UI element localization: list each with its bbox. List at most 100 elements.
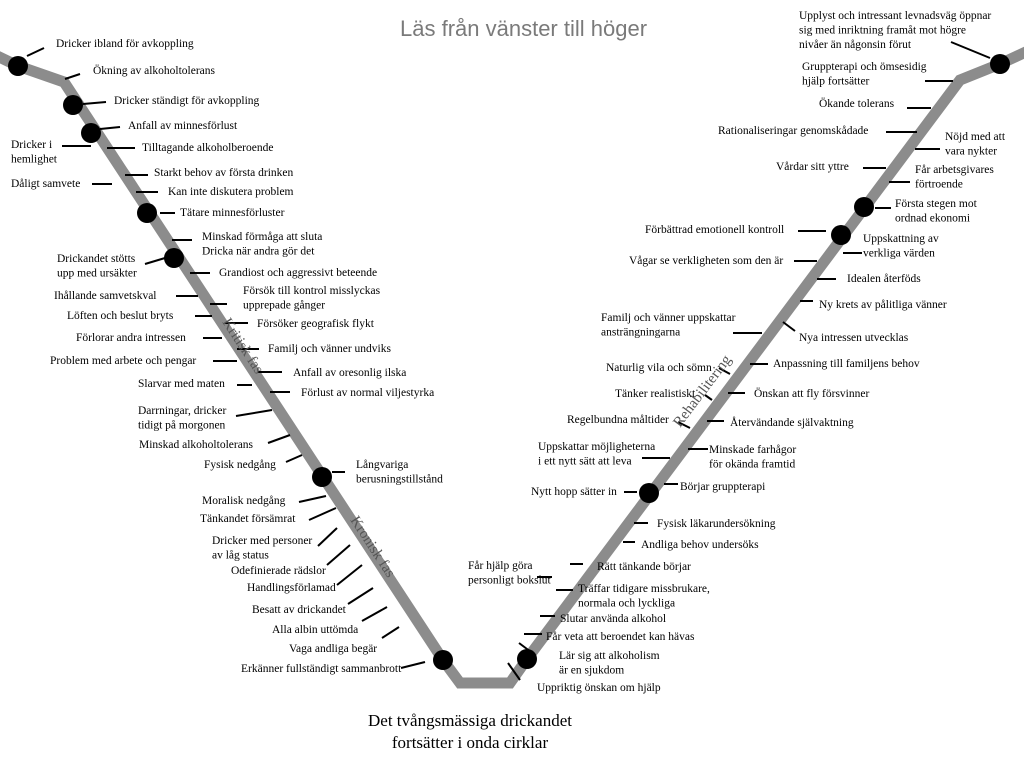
stage-label-line: upprepade gånger <box>243 299 325 312</box>
stage-label-line: Anfall av minnesförlust <box>128 120 238 132</box>
stage-label: Uppskattning av verkliga värden <box>863 233 939 260</box>
stage-label: Minskad alkoholtolerans <box>139 439 254 451</box>
milestone-dot <box>433 650 453 670</box>
stage-label-line: Ihållande samvetskval <box>54 289 157 302</box>
stage-label-line: Upplyst och intressant levnadsväg öppnar <box>799 10 991 22</box>
stage-label-line: Minskad alkoholtolerans <box>139 439 254 451</box>
stage-label-line: tidigt på morgonen <box>138 419 226 432</box>
stage-label-line: Moralisk nedgång <box>202 494 286 507</box>
leader-line <box>235 409 273 417</box>
stage-label: Moralisk nedgång <box>202 494 286 507</box>
stage-label: Idealen återföds <box>847 272 921 285</box>
milestone-dot <box>164 248 184 268</box>
stage-label: Starkt behov av första drinken <box>154 167 293 179</box>
stage-label-line: Förbättrad emotionell kontroll <box>645 224 784 236</box>
stage-label-line: Vaga andliga begär <box>289 643 377 655</box>
stage-label-line: Dricker ständigt för avkoppling <box>114 95 260 107</box>
stage-label-line: ansträngningarna <box>601 327 680 339</box>
stage-label-line: Handlingsförlamad <box>247 582 336 594</box>
stage-label-line: Besatt av drickandet <box>252 604 347 616</box>
stage-label-line: Träffar tidigare missbrukare, <box>578 583 710 595</box>
stage-label-line: verkliga värden <box>863 248 935 260</box>
stage-label-line: Önskan att fly försvinner <box>754 386 869 400</box>
stage-label-line: Regelbundna måltider <box>567 413 669 426</box>
milestone-dot <box>81 123 101 143</box>
leader-line <box>361 606 388 622</box>
stage-label-line: Långvariga <box>356 458 408 471</box>
stage-label: Tilltagande alkoholberoende <box>142 142 273 154</box>
stage-label-line: Får arbetsgivares <box>915 163 994 176</box>
stage-label: Förlust av normal viljestyrka <box>301 387 434 399</box>
stage-label: Fysisk nedgång <box>204 458 276 471</box>
stage-label-line: sig med inriktning framåt mot högre <box>799 24 966 37</box>
leader-line <box>144 257 166 265</box>
milestone-dots <box>8 54 1010 670</box>
milestone-dot <box>63 95 83 115</box>
milestone-dot <box>8 56 28 76</box>
milestone-dot <box>312 467 332 487</box>
stage-label: Alla albin uttömda <box>272 624 358 636</box>
leader-line <box>347 587 374 605</box>
stage-label: Ny krets av pålitliga vänner <box>819 298 947 311</box>
stage-label-line: Återvändande självaktning <box>730 415 854 429</box>
stage-label-line: Första stegen mot <box>895 198 978 210</box>
stage-label: Andliga behov undersöks <box>641 539 759 551</box>
diagram-title: Läs från vänster till höger <box>400 16 647 41</box>
stage-label-line: Förlust av normal viljestyrka <box>301 387 434 399</box>
stage-label-line: Tätare minnesförluster <box>180 207 285 219</box>
stage-label-line: Drickandet stötts <box>57 253 136 265</box>
stage-label: Önskan att fly försvinner <box>754 386 869 400</box>
leader-line <box>267 434 291 444</box>
stage-label: Försöker geografisk flykt <box>257 318 375 330</box>
progression-curve <box>0 46 1024 689</box>
stage-label-line: Uppskattning av <box>863 233 939 245</box>
stage-label: Nytt hopp sätter in <box>531 486 617 498</box>
stage-label-line: Minskad förmåga att sluta <box>202 230 322 243</box>
stage-label-line: Ökande tolerans <box>819 96 895 110</box>
caption-line-1: Det tvångsmässiga drickandet <box>368 711 572 730</box>
milestone-dot <box>990 54 1010 74</box>
leader-line <box>298 495 327 503</box>
stage-label: Kan inte diskutera problem <box>168 186 294 198</box>
stage-label-line: Vågar se verkligheten som den är <box>629 254 783 267</box>
stage-label: Anfall av minnesförlust <box>128 120 238 132</box>
stage-label-line: Problem med arbete och pengar <box>50 355 196 367</box>
stage-label-line: nivåer än någonsin förut <box>799 38 912 51</box>
leader-line <box>336 564 363 586</box>
stage-label: Besatt av drickandet <box>252 604 347 616</box>
stage-label-line: Anfall av oresonlig ilska <box>293 367 406 379</box>
stage-label: Rätt tänkande börjar <box>597 561 691 573</box>
leader-line <box>26 47 45 57</box>
stage-label: Börjar gruppterapi <box>680 481 765 493</box>
leader-line <box>326 544 351 566</box>
stage-label-line: Fysisk nedgång <box>204 458 276 471</box>
stage-label-line: vara nykter <box>945 146 997 158</box>
milestone-dot <box>854 197 874 217</box>
stage-label-line: Ny krets av pålitliga vänner <box>819 298 947 311</box>
stage-label-line: upp med ursäkter <box>57 268 137 280</box>
stage-label-line: Familj och vänner undviks <box>268 343 391 355</box>
stage-label-line: hemlighet <box>11 154 58 166</box>
stage-label: Dricker ständigt för avkoppling <box>114 95 260 107</box>
stage-label: Naturlig vila och sömn <box>606 362 712 374</box>
leader-line <box>507 662 521 681</box>
leader-line <box>400 661 426 669</box>
stage-label-line: Fysisk läkarundersökning <box>657 518 776 530</box>
stage-label-line: Uppriktig önskan om hjälp <box>537 682 661 694</box>
stage-label-line: Naturlig vila och sömn <box>606 362 712 374</box>
stage-label-line: Slarvar med maten <box>138 378 225 390</box>
stage-label-line: personligt bokslut <box>468 575 552 587</box>
stage-label-line: Odefinierade rädslor <box>231 565 326 577</box>
leader-line <box>285 454 303 463</box>
stage-label-line: Anpassning till familjens behov <box>773 358 920 370</box>
